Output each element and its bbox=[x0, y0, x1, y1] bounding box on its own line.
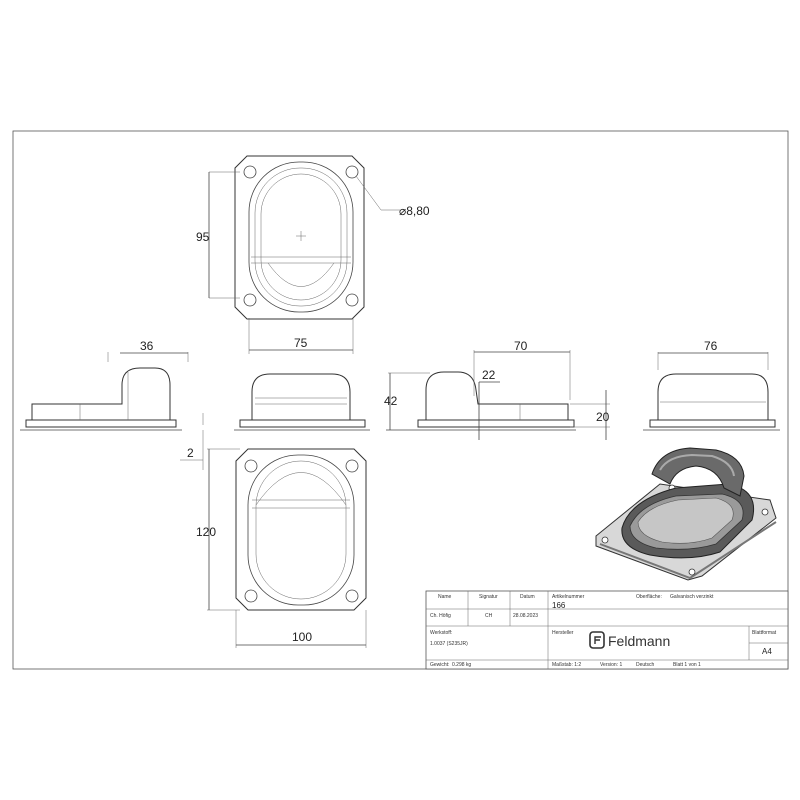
top-view: 95 ⌀8,80 75 bbox=[196, 155, 430, 354]
drawing-frame bbox=[12, 130, 789, 670]
dim-bottom-height: 120 bbox=[196, 525, 216, 539]
dim-top-width: 75 bbox=[294, 336, 308, 350]
dim-bottom-width: 100 bbox=[292, 630, 312, 644]
dim-plate-thickness: 2 bbox=[187, 446, 194, 460]
side-view-right: 76 bbox=[643, 339, 780, 431]
value-scale: Maßstab: 1:2 bbox=[552, 662, 581, 668]
value-language: Deutsch bbox=[636, 662, 655, 668]
dim-top-height: 95 bbox=[196, 230, 210, 244]
label-surface: Oberfläche: bbox=[636, 594, 662, 600]
side-view-front bbox=[234, 373, 370, 431]
value-material: 1.0037 (S235JR) bbox=[430, 641, 468, 647]
value-weight: 0.298 kg bbox=[452, 662, 471, 668]
value-article: 166 bbox=[552, 601, 566, 610]
dim-side-b-width: 70 bbox=[514, 339, 528, 353]
label-manufacturer: Hersteller bbox=[552, 630, 574, 636]
dim-side-b-height: 42 bbox=[384, 394, 398, 408]
bottom-view: 120 100 bbox=[196, 448, 367, 648]
value-version: Version: 1 bbox=[600, 662, 622, 668]
side-view-left: 36 bbox=[20, 339, 189, 431]
side-view-right-section: 70 42 22 20 bbox=[384, 339, 610, 440]
value-sheet-format: A4 bbox=[762, 647, 772, 656]
logo-text: Feldmann bbox=[608, 633, 670, 649]
label-name: Name bbox=[438, 594, 452, 600]
title-block: Name Signatur Datum Artikelnummer Oberfl… bbox=[425, 590, 789, 670]
label-article: Artikelnummer bbox=[552, 594, 585, 600]
dim-hole-diameter: ⌀8,80 bbox=[399, 204, 430, 218]
label-signature: Signatur bbox=[479, 594, 498, 600]
plate-thickness-dim: 2 bbox=[180, 413, 204, 470]
dim-side-b-ring: 22 bbox=[482, 368, 496, 382]
value-page: Blatt 1 von 1 bbox=[673, 662, 701, 668]
value-name: Ch. Höfig bbox=[430, 613, 451, 619]
dim-side-b-recess: 20 bbox=[596, 410, 610, 424]
label-sheet-format: Blattformat bbox=[752, 630, 777, 636]
isometric-render bbox=[595, 447, 777, 581]
feldmann-logo: Feldmann bbox=[589, 631, 670, 649]
label-date: Datum bbox=[520, 594, 535, 600]
dim-side-c-width: 76 bbox=[704, 339, 718, 353]
value-date: 28.08.2023 bbox=[513, 613, 538, 619]
value-surface: Galvanisch verzinkt bbox=[670, 594, 714, 600]
label-weight: Gewicht: bbox=[430, 662, 449, 668]
dim-side-a-ring: 36 bbox=[140, 339, 154, 353]
value-signature: CH bbox=[485, 613, 493, 619]
label-material: Werkstoff: bbox=[430, 630, 452, 636]
